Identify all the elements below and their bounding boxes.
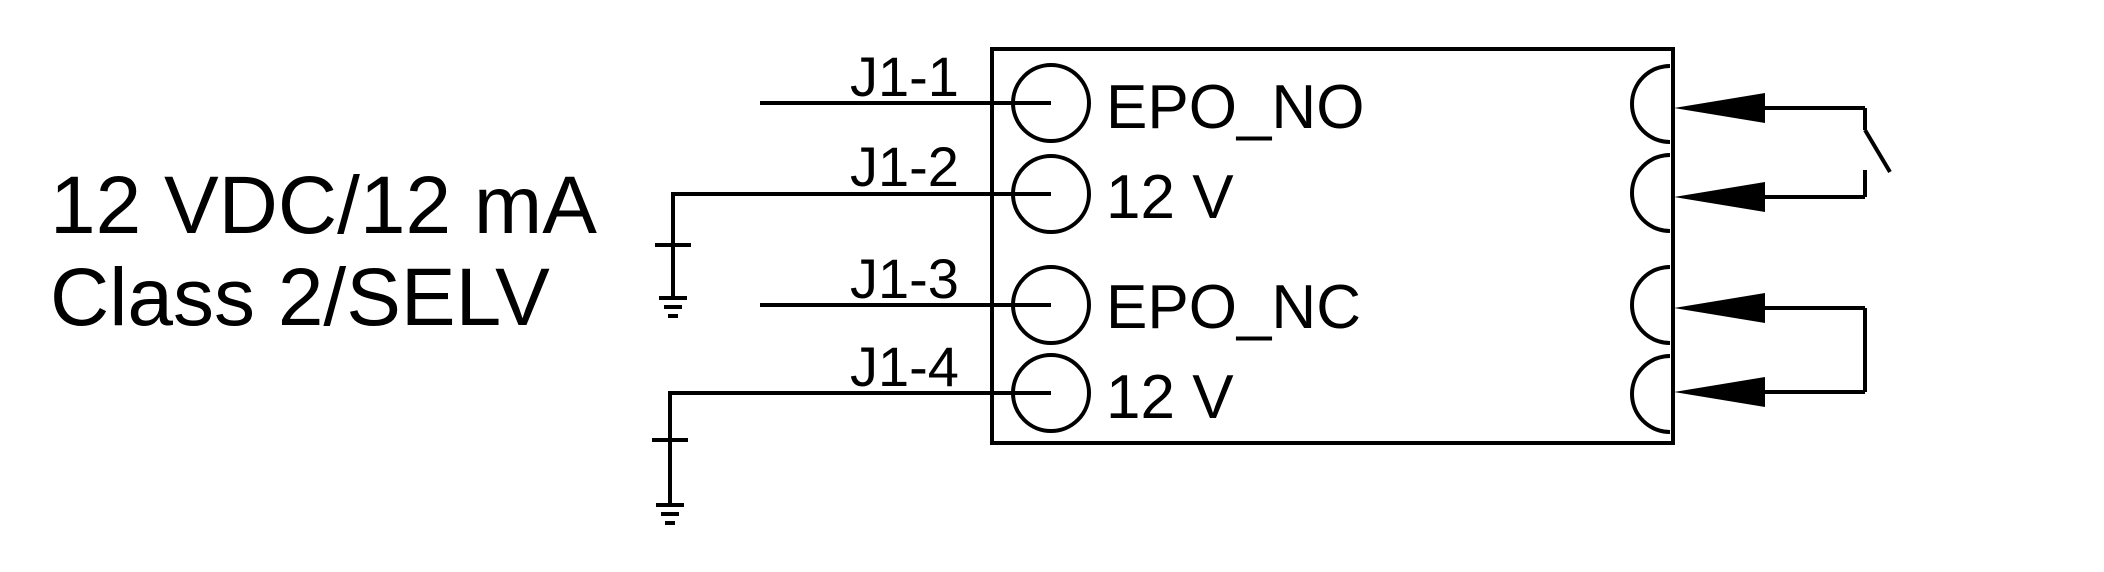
pin-label-j1-1: J1-1 [850, 45, 959, 108]
supply-class-label: Class 2/SELV [50, 252, 550, 343]
signal-label-epo-nc: EPO_NC [1106, 273, 1361, 342]
receptacle-3 [1630, 265, 1671, 345]
receptacle-1 [1630, 64, 1671, 144]
arrow-4 [1674, 377, 1865, 407]
wire-j1-2 [671, 192, 1051, 245]
normally-open-switch [1863, 108, 1892, 197]
pin-label-j1-2: J1-2 [850, 135, 959, 198]
supply-rating-label: 12 VDC/12 mA [50, 160, 597, 251]
arrow-1 [1674, 93, 1865, 123]
signal-label-epo-no: EPO_NO [1106, 73, 1364, 142]
arrow-2 [1674, 182, 1865, 212]
ground-symbol-j1-4 [652, 438, 688, 525]
receptacle-2 [1630, 153, 1671, 233]
signal-label-12v-b: 12 V [1106, 363, 1234, 432]
receptacle-4 [1630, 354, 1671, 434]
pin-label-j1-4: J1-4 [850, 335, 959, 398]
pin-label-j1-3: J1-3 [850, 247, 959, 310]
arrow-3 [1674, 293, 1865, 323]
wire-j1-4 [668, 391, 1051, 440]
connector-body [990, 47, 1675, 445]
ground-symbol-j1-2 [655, 243, 691, 318]
signal-label-12v-a: 12 V [1106, 163, 1234, 232]
